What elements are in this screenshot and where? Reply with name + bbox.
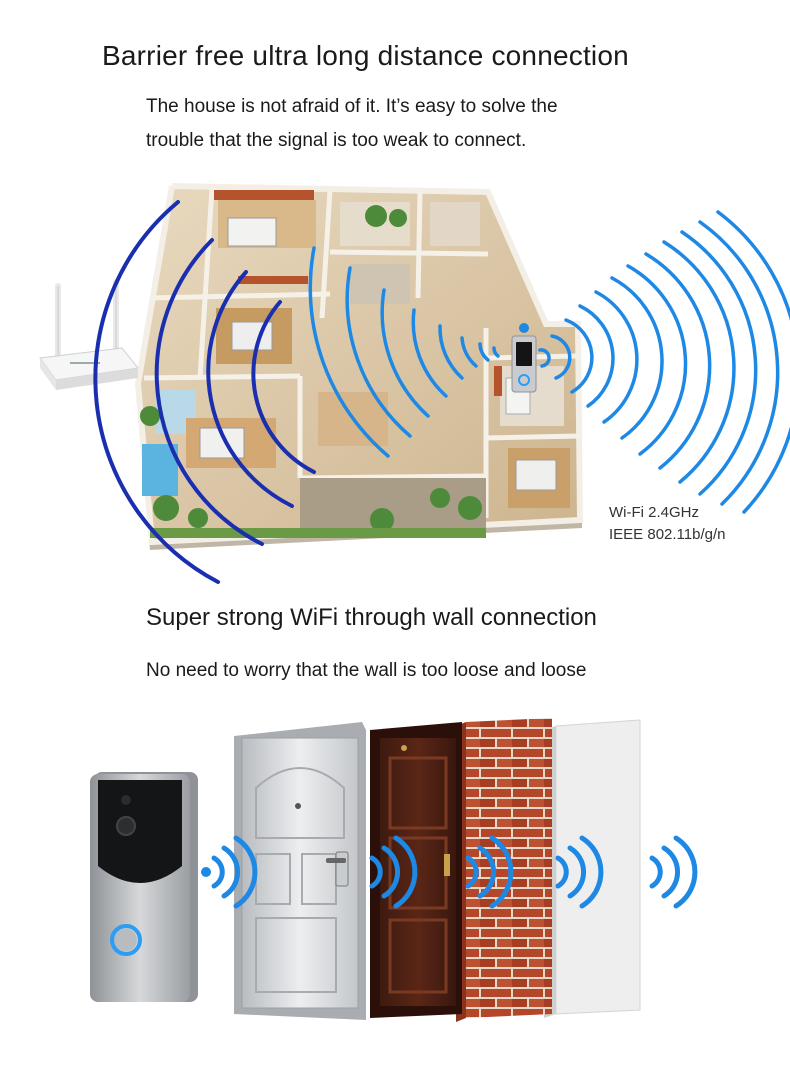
doorbell-icon-small [511,323,537,393]
section1-title: Barrier free ultra long distance connect… [102,40,629,71]
brick-wall-icon [456,718,552,1022]
doorbell-wifi-waves-left [308,246,500,458]
section1-subtitle-line1: The house is not afraid of it. It’s easy… [146,96,558,117]
doorbell-wifi-waves-right [538,210,790,514]
section1-subtitle: The house is not afraid of it. It’s easy… [146,90,558,158]
steel-door-icon [234,722,366,1020]
through-wall-illustration [90,718,698,1022]
wifi-wave-icon [201,835,698,909]
doorbell-icon [90,772,198,1002]
wifi-wave-icon [93,200,316,584]
house-floorplan-illustration [39,183,790,584]
wifi-spec-frequency: Wi-Fi 2.4GHz [609,504,699,521]
wifi-spec-standard: IEEE 802.11b/g/n [609,526,726,543]
section2-subtitle: No need to worry that the wall is too lo… [146,660,587,681]
wifi-spec-text: Wi-Fi 2.4GHz IEEE 802.11b/g/n [609,502,725,546]
router-icon [39,279,139,390]
section1-subtitle-line2: trouble that the signal is too weak to c… [146,130,527,151]
section2-title: Super strong WiFi through wall connectio… [146,604,597,631]
white-wall-icon [544,719,641,1018]
